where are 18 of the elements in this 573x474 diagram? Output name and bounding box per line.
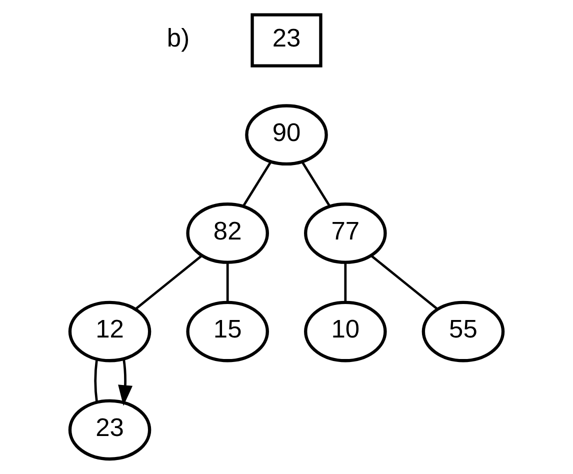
node-ellipse: 77 (304, 202, 387, 264)
connector (94, 360, 98, 402)
node-ellipse: 55 (422, 300, 505, 362)
connector (301, 161, 331, 207)
node-box: 23 (250, 13, 322, 68)
node-ellipse: 82 (186, 202, 269, 264)
connector (344, 262, 347, 302)
node-ellipse: 15 (186, 300, 269, 362)
label: b) (166, 24, 190, 52)
node-ellipse: 12 (68, 300, 152, 362)
connector (226, 262, 229, 302)
connector (242, 161, 272, 207)
node-ellipse: 23 (68, 399, 152, 461)
arrow (118, 358, 133, 406)
node-ellipse: 90 (245, 104, 328, 166)
connector (370, 254, 438, 310)
node-ellipse: 10 (304, 300, 387, 362)
connector (134, 254, 202, 310)
